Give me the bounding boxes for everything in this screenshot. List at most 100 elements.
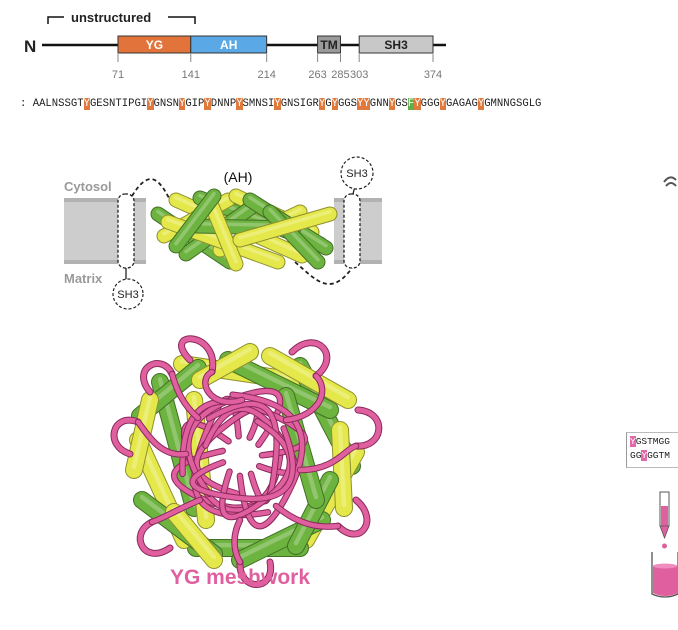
tick-label: 374 <box>424 69 442 81</box>
yg-strand <box>296 442 360 474</box>
sh3-top-label: SH3 <box>346 168 367 180</box>
yg-strand <box>231 516 244 566</box>
svg-text:AH: AH <box>220 38 237 52</box>
domain-yg: YG <box>117 35 192 54</box>
sh3-top-circle <box>340 156 374 190</box>
helix-cylinder <box>262 204 326 270</box>
yg-strand <box>136 518 174 557</box>
sh3-bottom-circle <box>112 278 144 310</box>
meshwork-title: YG meshwork <box>170 566 310 589</box>
ah-label: (AH) <box>224 169 253 185</box>
partial-squiggle-icon <box>663 176 677 187</box>
sequence-residues: Y <box>236 98 243 110</box>
side-residues: GGTM <box>647 450 670 461</box>
side-sequence-line-1: YGSTMGG <box>630 435 678 449</box>
sequence-residues: Y <box>331 98 338 110</box>
side-sequence-box: YGSTMGG GGYGGTM <box>626 432 678 468</box>
sequence-residues: AALNSSGT <box>32 98 84 110</box>
membrane-left-top-edge <box>64 198 146 202</box>
membrane-diagram: Cytosol Matrix SH3 SH3 (AH) <box>64 156 382 310</box>
yg-strand <box>229 391 306 530</box>
helix-cylinder <box>168 188 222 254</box>
domain-sh3: SH3 <box>358 35 434 54</box>
sequence-residues: GMNNGSGLG <box>484 98 542 110</box>
cytosol-label: Cytosol <box>64 179 112 194</box>
yg-strand <box>334 496 371 538</box>
yg-strand <box>110 416 142 458</box>
sequence-residues: DNNP <box>210 98 237 110</box>
yg-strand <box>288 339 331 380</box>
helix-cylinder <box>331 421 353 517</box>
sequence-residues: GNSIGR <box>280 98 319 110</box>
helix-cylinder <box>261 347 357 409</box>
sequence-residues: GNSN <box>153 98 179 110</box>
yg-strand <box>168 370 202 422</box>
tick-label: 285 <box>331 69 349 81</box>
side-residues: Y <box>630 436 636 447</box>
sequence-residues: G <box>325 98 332 110</box>
sequence-residues: GGG <box>420 98 440 110</box>
membrane-left-bottom-edge <box>64 260 146 264</box>
tick-label: 71 <box>112 69 124 81</box>
dashed-loop-bottom <box>294 261 353 285</box>
sequence-residues: GNN <box>369 98 389 110</box>
svg-text:SH3: SH3 <box>384 38 408 52</box>
yg-strand <box>352 406 383 450</box>
sequence-residues: GGS <box>337 98 358 110</box>
tm-helix-right <box>343 193 361 269</box>
helix-cylinder <box>219 351 339 419</box>
side-residues: Y <box>641 450 648 461</box>
sequence-residues: Y <box>477 98 485 110</box>
helix-cylinder <box>165 503 223 569</box>
beaker-icon <box>651 552 678 598</box>
matrix-label: Matrix <box>64 271 103 286</box>
yg-strand <box>202 368 246 406</box>
sequence-residues: F <box>407 98 415 110</box>
tick-label: 141 <box>182 69 200 81</box>
ah-helix-bundle <box>150 188 338 272</box>
yg-meshwork-illustration <box>110 335 383 588</box>
yg-strand <box>236 558 275 588</box>
yg-strand <box>178 335 217 376</box>
tm-helix-left <box>117 193 135 269</box>
side-residues: GSTMGG <box>635 436 670 447</box>
tick-label: 263 <box>308 69 326 81</box>
side-residues: GG <box>630 450 642 461</box>
yg-strand <box>140 360 176 396</box>
domain-boxes: YG AH TM SH3 <box>117 35 434 54</box>
sequence-residues: GESNTIPGI <box>89 98 148 110</box>
helix-cylinder <box>204 198 244 272</box>
yg-strand <box>219 418 294 521</box>
tick-label: 303 <box>350 69 368 81</box>
bracket-label-mask <box>64 10 168 24</box>
yg-strand <box>148 496 204 526</box>
sequence-residues: Y <box>439 98 447 110</box>
sequence-residues: Y <box>274 98 281 110</box>
sequence-residues: GS <box>395 98 408 110</box>
sequence-residues: Y <box>204 98 211 110</box>
dashed-loop-top <box>131 178 171 201</box>
sequence-residues: Y <box>147 98 154 110</box>
svg-text:TM: TM <box>320 38 337 52</box>
n-terminus-label: N <box>24 37 36 56</box>
unstructured-label: unstructured <box>71 10 151 25</box>
sequence-residues: Y <box>414 98 421 110</box>
svg-text:YG: YG <box>146 38 163 52</box>
yg-strand <box>282 372 326 424</box>
yg-strand <box>189 425 296 502</box>
domain-tm: TM <box>317 35 341 54</box>
sequence-residues: Y <box>388 98 396 110</box>
yg-strand <box>134 418 190 458</box>
sequence-residues: Y <box>83 98 90 110</box>
yg-strand <box>272 502 342 530</box>
pipette-icon <box>659 491 670 549</box>
sequence-residues: GIP <box>185 98 205 110</box>
sequence-residues: YY <box>357 98 370 110</box>
tick-label: 214 <box>257 69 275 81</box>
side-sequence-line-2: GGYGGTM <box>630 449 678 463</box>
sh3-bottom-label: SH3 <box>117 289 138 301</box>
sequence-residues: GAGAG <box>446 98 478 110</box>
